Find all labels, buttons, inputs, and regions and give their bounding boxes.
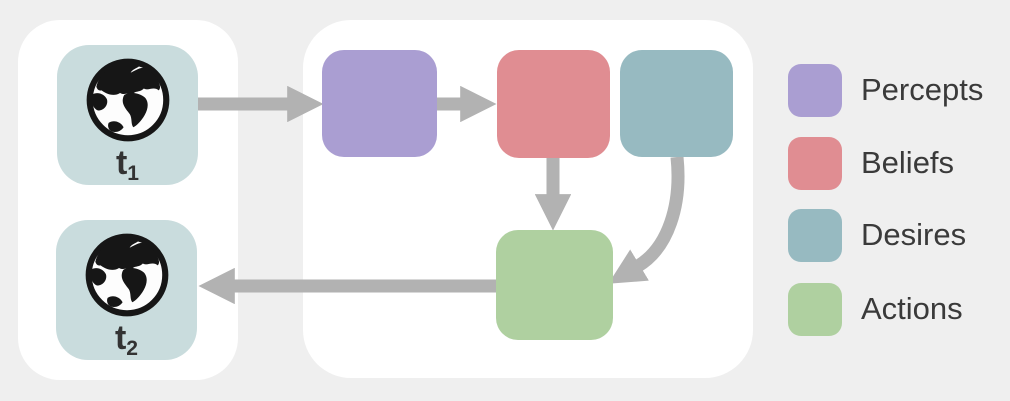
t2-label: t2 <box>114 319 139 360</box>
world-state-t2: t2 <box>56 220 197 360</box>
legend-item-beliefs: Beliefs <box>788 136 954 190</box>
legend-label: Actions <box>861 291 963 326</box>
arrow-desires-to-actions <box>608 156 685 284</box>
legend-label: Percepts <box>861 72 984 107</box>
legend-label: Desires <box>861 217 967 252</box>
t1-label: t1 <box>115 144 140 185</box>
globe-icon <box>84 56 172 144</box>
legend-label: Beliefs <box>861 145 955 180</box>
legend-swatch-percepts <box>788 63 842 117</box>
legend-item-actions: Actions <box>788 282 963 336</box>
node-actions <box>496 230 613 340</box>
legend-swatch-beliefs <box>788 136 842 190</box>
legend-item-desires: Desires <box>788 208 966 262</box>
legend-swatch-actions <box>788 282 842 336</box>
legend-item-percepts: Percepts <box>788 63 983 117</box>
world-state-t1: t1 <box>57 45 198 185</box>
legend-swatch-desires <box>788 208 842 262</box>
node-percepts <box>322 50 437 157</box>
node-desires <box>620 50 733 157</box>
globe-icon <box>83 231 171 319</box>
node-beliefs <box>497 50 610 158</box>
